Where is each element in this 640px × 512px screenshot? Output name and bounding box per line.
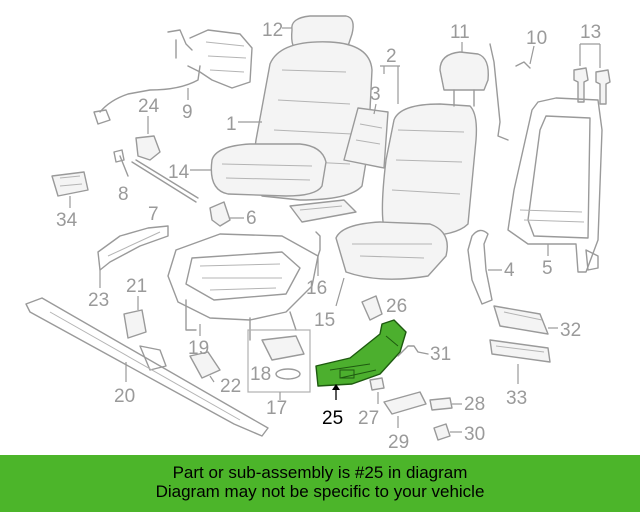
callout-4: 4 (504, 260, 515, 281)
callout-10: 10 (526, 28, 547, 49)
info-banner: Part or sub-assembly is #25 in diagram D… (0, 455, 640, 512)
callout-30: 30 (464, 424, 485, 445)
module-part (489, 339, 551, 384)
callout-17: 17 (266, 398, 287, 419)
handle-part (383, 391, 427, 428)
callout-5: 5 (542, 258, 553, 279)
side-trim-part (97, 225, 169, 288)
cushion-pad-part (335, 221, 448, 307)
rail-bracket-part (189, 351, 221, 383)
callout-2: 2 (386, 46, 397, 67)
callout-25-highlighted: 25 (322, 408, 343, 429)
motor-2-part (493, 305, 558, 335)
wire-part (315, 231, 321, 276)
sensor-mat-part (289, 199, 357, 223)
callout-14: 14 (168, 162, 190, 183)
clip-part (135, 116, 161, 161)
rod-part (489, 43, 535, 141)
callout-labels: 12 1 14 9 24 8 7 34 6 2 3 11 10 13 4 5 1… (56, 20, 601, 453)
callout-9: 9 (182, 102, 193, 123)
callout-23: 23 (88, 290, 109, 311)
callout-7: 7 (148, 204, 159, 225)
callout-34: 34 (56, 210, 78, 231)
callout-20: 20 (114, 386, 135, 407)
callout-11: 11 (450, 22, 470, 43)
callout-21: 21 (126, 276, 147, 297)
bracket-part (467, 229, 502, 305)
inset-box-part (247, 329, 311, 400)
seat-frame-part (167, 233, 319, 341)
motor-part (209, 201, 244, 227)
cap-part (361, 295, 383, 321)
back-frame-part (507, 97, 603, 273)
small-bracket-part (123, 296, 147, 339)
callout-8: 8 (118, 184, 129, 205)
callout-29: 29 (388, 432, 409, 453)
banner-line-1: Part or sub-assembly is #25 in diagram (172, 463, 468, 482)
knob-part (369, 377, 385, 404)
seat-parts-diagram: 12 1 14 9 24 8 7 34 6 2 3 11 10 13 4 5 1… (25, 15, 611, 453)
back-panel-part (343, 65, 478, 237)
seat-rail-part (25, 297, 269, 437)
headrest-2-part (439, 42, 489, 107)
callout-22: 22 (220, 376, 241, 397)
callout-15: 15 (314, 310, 335, 331)
side-shield-part-highlighted (315, 319, 407, 400)
trim-strip-part (131, 159, 199, 203)
nut-part (433, 423, 462, 441)
banner-line-2: Diagram may not be specific to your vehi… (155, 482, 485, 501)
callout-16: 16 (306, 278, 327, 299)
callout-18: 18 (250, 364, 271, 385)
cable-part (397, 345, 429, 357)
callout-26: 26 (386, 296, 407, 317)
seat-cushion-part (190, 143, 327, 197)
bolt-part (113, 149, 129, 177)
callout-12: 12 (262, 20, 283, 41)
callout-27: 27 (358, 408, 379, 429)
clip-2-part (429, 397, 462, 411)
harness-part (93, 29, 253, 125)
guide-pins-part (573, 43, 611, 105)
switch-part (51, 171, 89, 208)
callout-1: 1 (226, 114, 237, 135)
callout-3: 3 (370, 84, 381, 105)
callout-6: 6 (246, 208, 257, 229)
callout-13: 13 (580, 22, 601, 43)
callout-28: 28 (464, 394, 485, 415)
callout-32: 32 (560, 320, 581, 341)
callout-33: 33 (506, 388, 527, 409)
callout-24: 24 (138, 96, 160, 117)
callout-19: 19 (188, 338, 209, 359)
callout-31: 31 (430, 344, 451, 365)
